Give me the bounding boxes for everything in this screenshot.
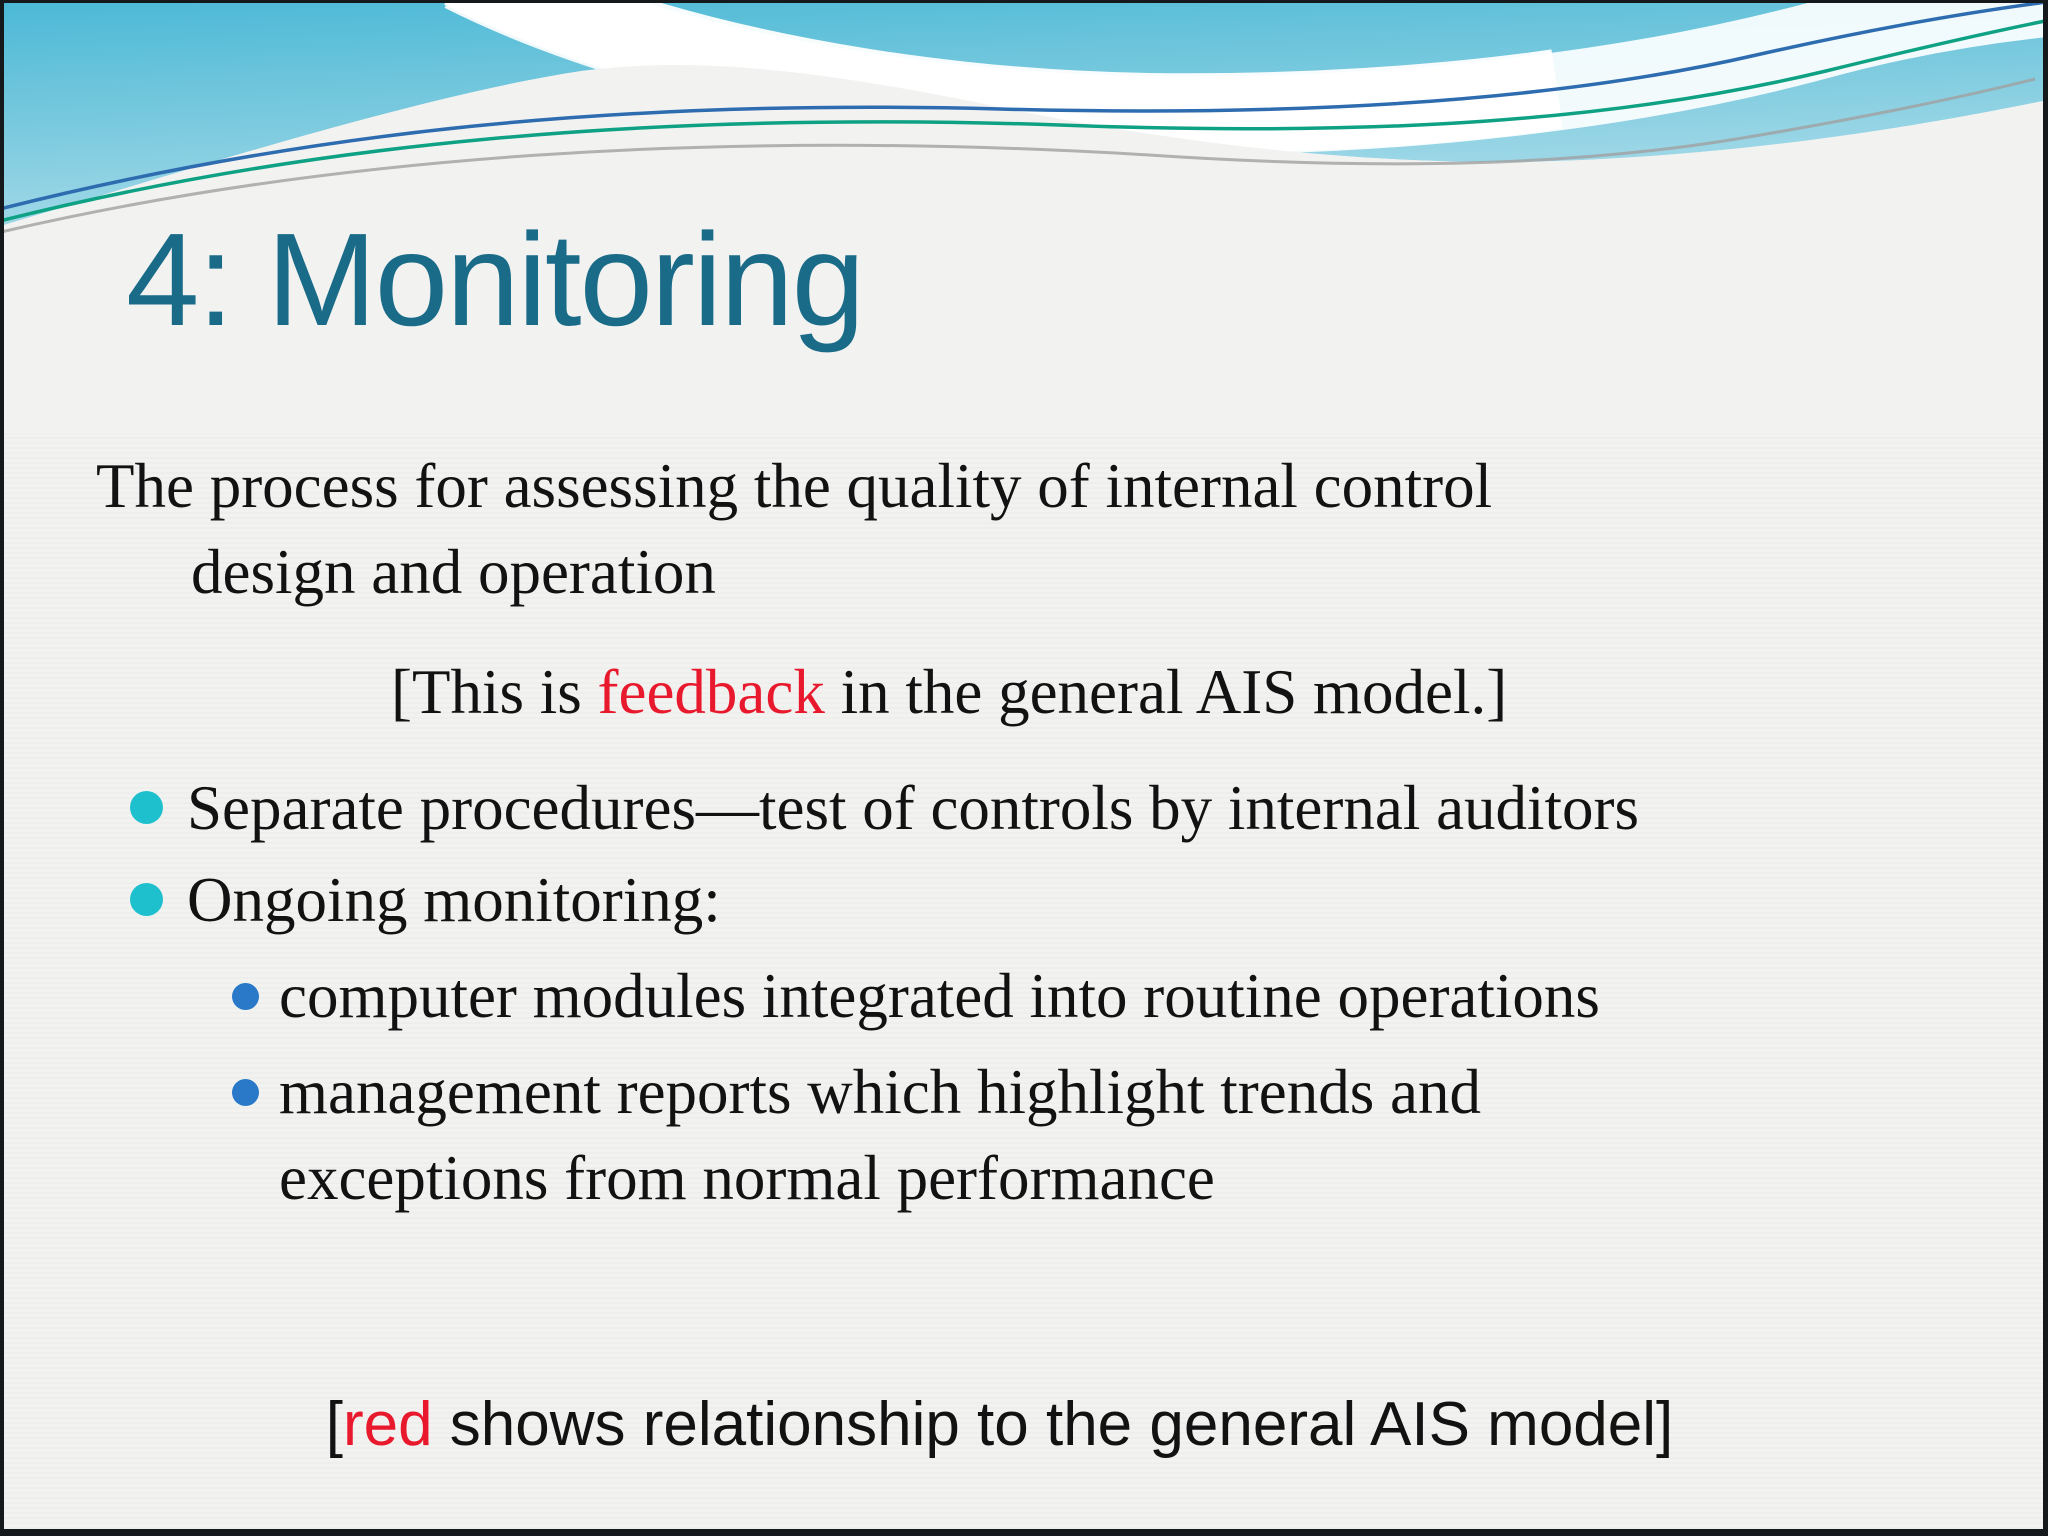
accent-line-green xyxy=(4,19,2043,222)
presentation-slide: 4: Monitoring The process for assessing … xyxy=(4,3,2043,1529)
bullet-item: Separate procedures—test of controls by … xyxy=(96,765,1986,851)
bracket-note-suffix: in the general AIS model.] xyxy=(824,657,1508,727)
bullet-dot-teal xyxy=(130,791,163,824)
bullet-item: Ongoing monitoring: xyxy=(96,857,1986,943)
accent-line-gray xyxy=(4,77,2036,233)
footer-note-suffix: shows relationship to the general AIS mo… xyxy=(432,1390,1674,1459)
sub-bullet-text: computer modules integrated into routine… xyxy=(279,961,1600,1031)
footer-note: [red shows relationship to the general A… xyxy=(4,1389,2019,1460)
intro-text-line1: The process for assessing the quality of… xyxy=(96,451,1493,521)
sub-bullet-text: management reports which highlight trend… xyxy=(279,1057,1481,1213)
slide-body: The process for assessing the quality of… xyxy=(96,433,1986,1221)
intro-text-line2: design and operation xyxy=(191,537,716,607)
footer-note-highlight: red xyxy=(342,1390,433,1459)
bracket-note-prefix: [This is xyxy=(391,657,598,727)
bullet-text: Separate procedures—test of controls by … xyxy=(187,773,1640,843)
bracket-note: [This is feedback in the general AIS mod… xyxy=(391,649,1986,735)
accent-line-blue xyxy=(4,3,2043,210)
header-wave-art xyxy=(4,3,2043,433)
bullet-text: Ongoing monitoring: xyxy=(187,865,721,935)
bullet-dot-blue xyxy=(232,983,259,1010)
slide-title: 4: Monitoring xyxy=(126,206,865,353)
bracket-note-highlight: feedback xyxy=(597,657,825,727)
sub-bullet-item: computer modules integrated into routine… xyxy=(96,953,1986,1039)
bullet-dot-teal xyxy=(130,883,163,916)
footer-note-prefix: [ xyxy=(325,1390,343,1459)
sub-bullet-item: management reports which highlight trend… xyxy=(96,1049,1986,1221)
bullet-dot-blue xyxy=(232,1079,259,1106)
